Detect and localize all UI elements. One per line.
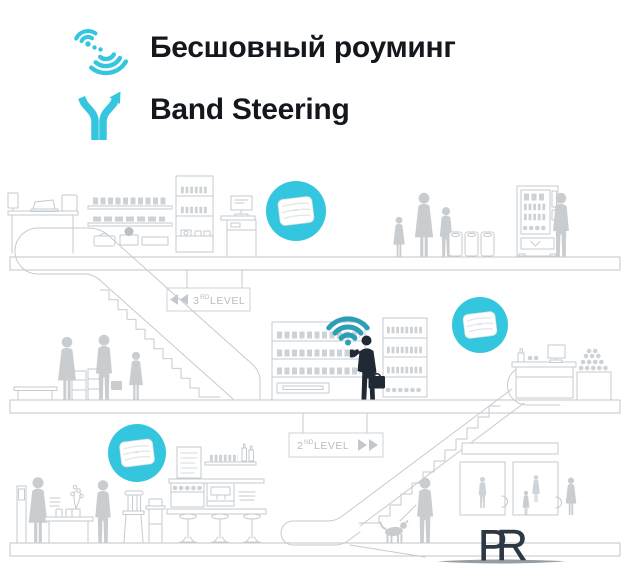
seamless-roaming-icon bbox=[74, 29, 129, 76]
brand-logo: P R bbox=[437, 521, 566, 570]
girl-silhouette-level-3 bbox=[393, 216, 405, 257]
man-silhouette-level-2 bbox=[95, 334, 113, 400]
dog-leash bbox=[399, 504, 417, 522]
logo-letter-p: P bbox=[478, 521, 507, 570]
electronics-table bbox=[7, 192, 79, 254]
chair-and-side-table bbox=[122, 490, 166, 543]
restroom-sign bbox=[461, 442, 559, 455]
woman-silhouette-level-2 bbox=[58, 336, 76, 400]
restroom-door-women bbox=[512, 461, 559, 516]
right-arrows-icon bbox=[358, 439, 367, 451]
bar-stools bbox=[179, 513, 261, 543]
cafe-table bbox=[44, 497, 94, 544]
display-cabinet bbox=[175, 175, 214, 253]
woman-silhouette-level-1 bbox=[28, 477, 48, 543]
floor-slab-level-1 bbox=[9, 542, 621, 557]
smartphone bbox=[349, 349, 354, 358]
man-silhouette-level-1 bbox=[95, 480, 111, 543]
sign-3-number: 3 bbox=[193, 295, 199, 307]
man-walking-dog-silhouette bbox=[416, 477, 434, 543]
level-1 bbox=[16, 424, 577, 544]
briefcase-dark bbox=[368, 376, 385, 389]
dog-silhouette bbox=[379, 519, 409, 543]
bottle-wall-shelf bbox=[204, 443, 257, 466]
sign-3-word: LEVEL bbox=[210, 295, 245, 307]
sign-2nd-level: 2 ND LEVEL bbox=[288, 412, 384, 458]
reception-panel bbox=[16, 485, 27, 544]
band-steering-icon bbox=[78, 91, 121, 140]
shopping-baskets bbox=[71, 368, 103, 401]
checkout-counter-level-3 bbox=[220, 195, 257, 258]
man-with-phone bbox=[349, 335, 385, 400]
vending-machine bbox=[516, 185, 559, 258]
floor-slab-level-2 bbox=[9, 399, 621, 414]
logo-letter-r: R bbox=[496, 521, 528, 570]
feature-label-band-steering: Band Steering bbox=[150, 93, 350, 126]
checkout-counter-level-2 bbox=[511, 344, 577, 399]
menu-board bbox=[176, 446, 202, 479]
woman-silhouette-background bbox=[565, 477, 577, 515]
sign-3rd-level: 3 RD LEVEL bbox=[166, 269, 251, 312]
bench bbox=[13, 386, 58, 401]
wall-shelves-electronics bbox=[87, 197, 173, 247]
back-counter bbox=[168, 478, 265, 508]
level-3: 3 RD LEVEL bbox=[7, 175, 569, 312]
wifi-signal-icon bbox=[326, 316, 370, 346]
access-point-level-2 bbox=[452, 297, 508, 353]
access-point-level-1 bbox=[108, 424, 166, 482]
sign-3-ordinal: RD bbox=[200, 294, 210, 301]
sign-2-word: LEVEL bbox=[314, 440, 349, 452]
restrooms bbox=[459, 442, 562, 516]
bar-counter bbox=[166, 508, 267, 515]
feature-label-seamless-roaming: Бесшовный роуминг bbox=[150, 31, 456, 64]
produce-stand bbox=[576, 348, 612, 401]
woman-silhouette-level-3 bbox=[414, 192, 434, 257]
espresso-machine bbox=[206, 482, 235, 507]
left-arrows-icon bbox=[170, 294, 178, 305]
level-2: 2 ND LEVEL bbox=[13, 297, 612, 558]
escalator-lower bbox=[280, 365, 561, 558]
potted-plant bbox=[70, 484, 84, 518]
sign-2-ordinal: ND bbox=[304, 439, 314, 446]
briefcase bbox=[111, 381, 122, 390]
child-silhouette-level-2 bbox=[129, 351, 143, 400]
sign-2-number: 2 bbox=[297, 440, 303, 452]
bottle-shelf bbox=[382, 317, 428, 398]
escalator-upper bbox=[14, 227, 261, 400]
access-point-level-3 bbox=[266, 181, 326, 241]
floor-slab-level-3 bbox=[9, 256, 621, 271]
trash-bins bbox=[448, 231, 495, 257]
